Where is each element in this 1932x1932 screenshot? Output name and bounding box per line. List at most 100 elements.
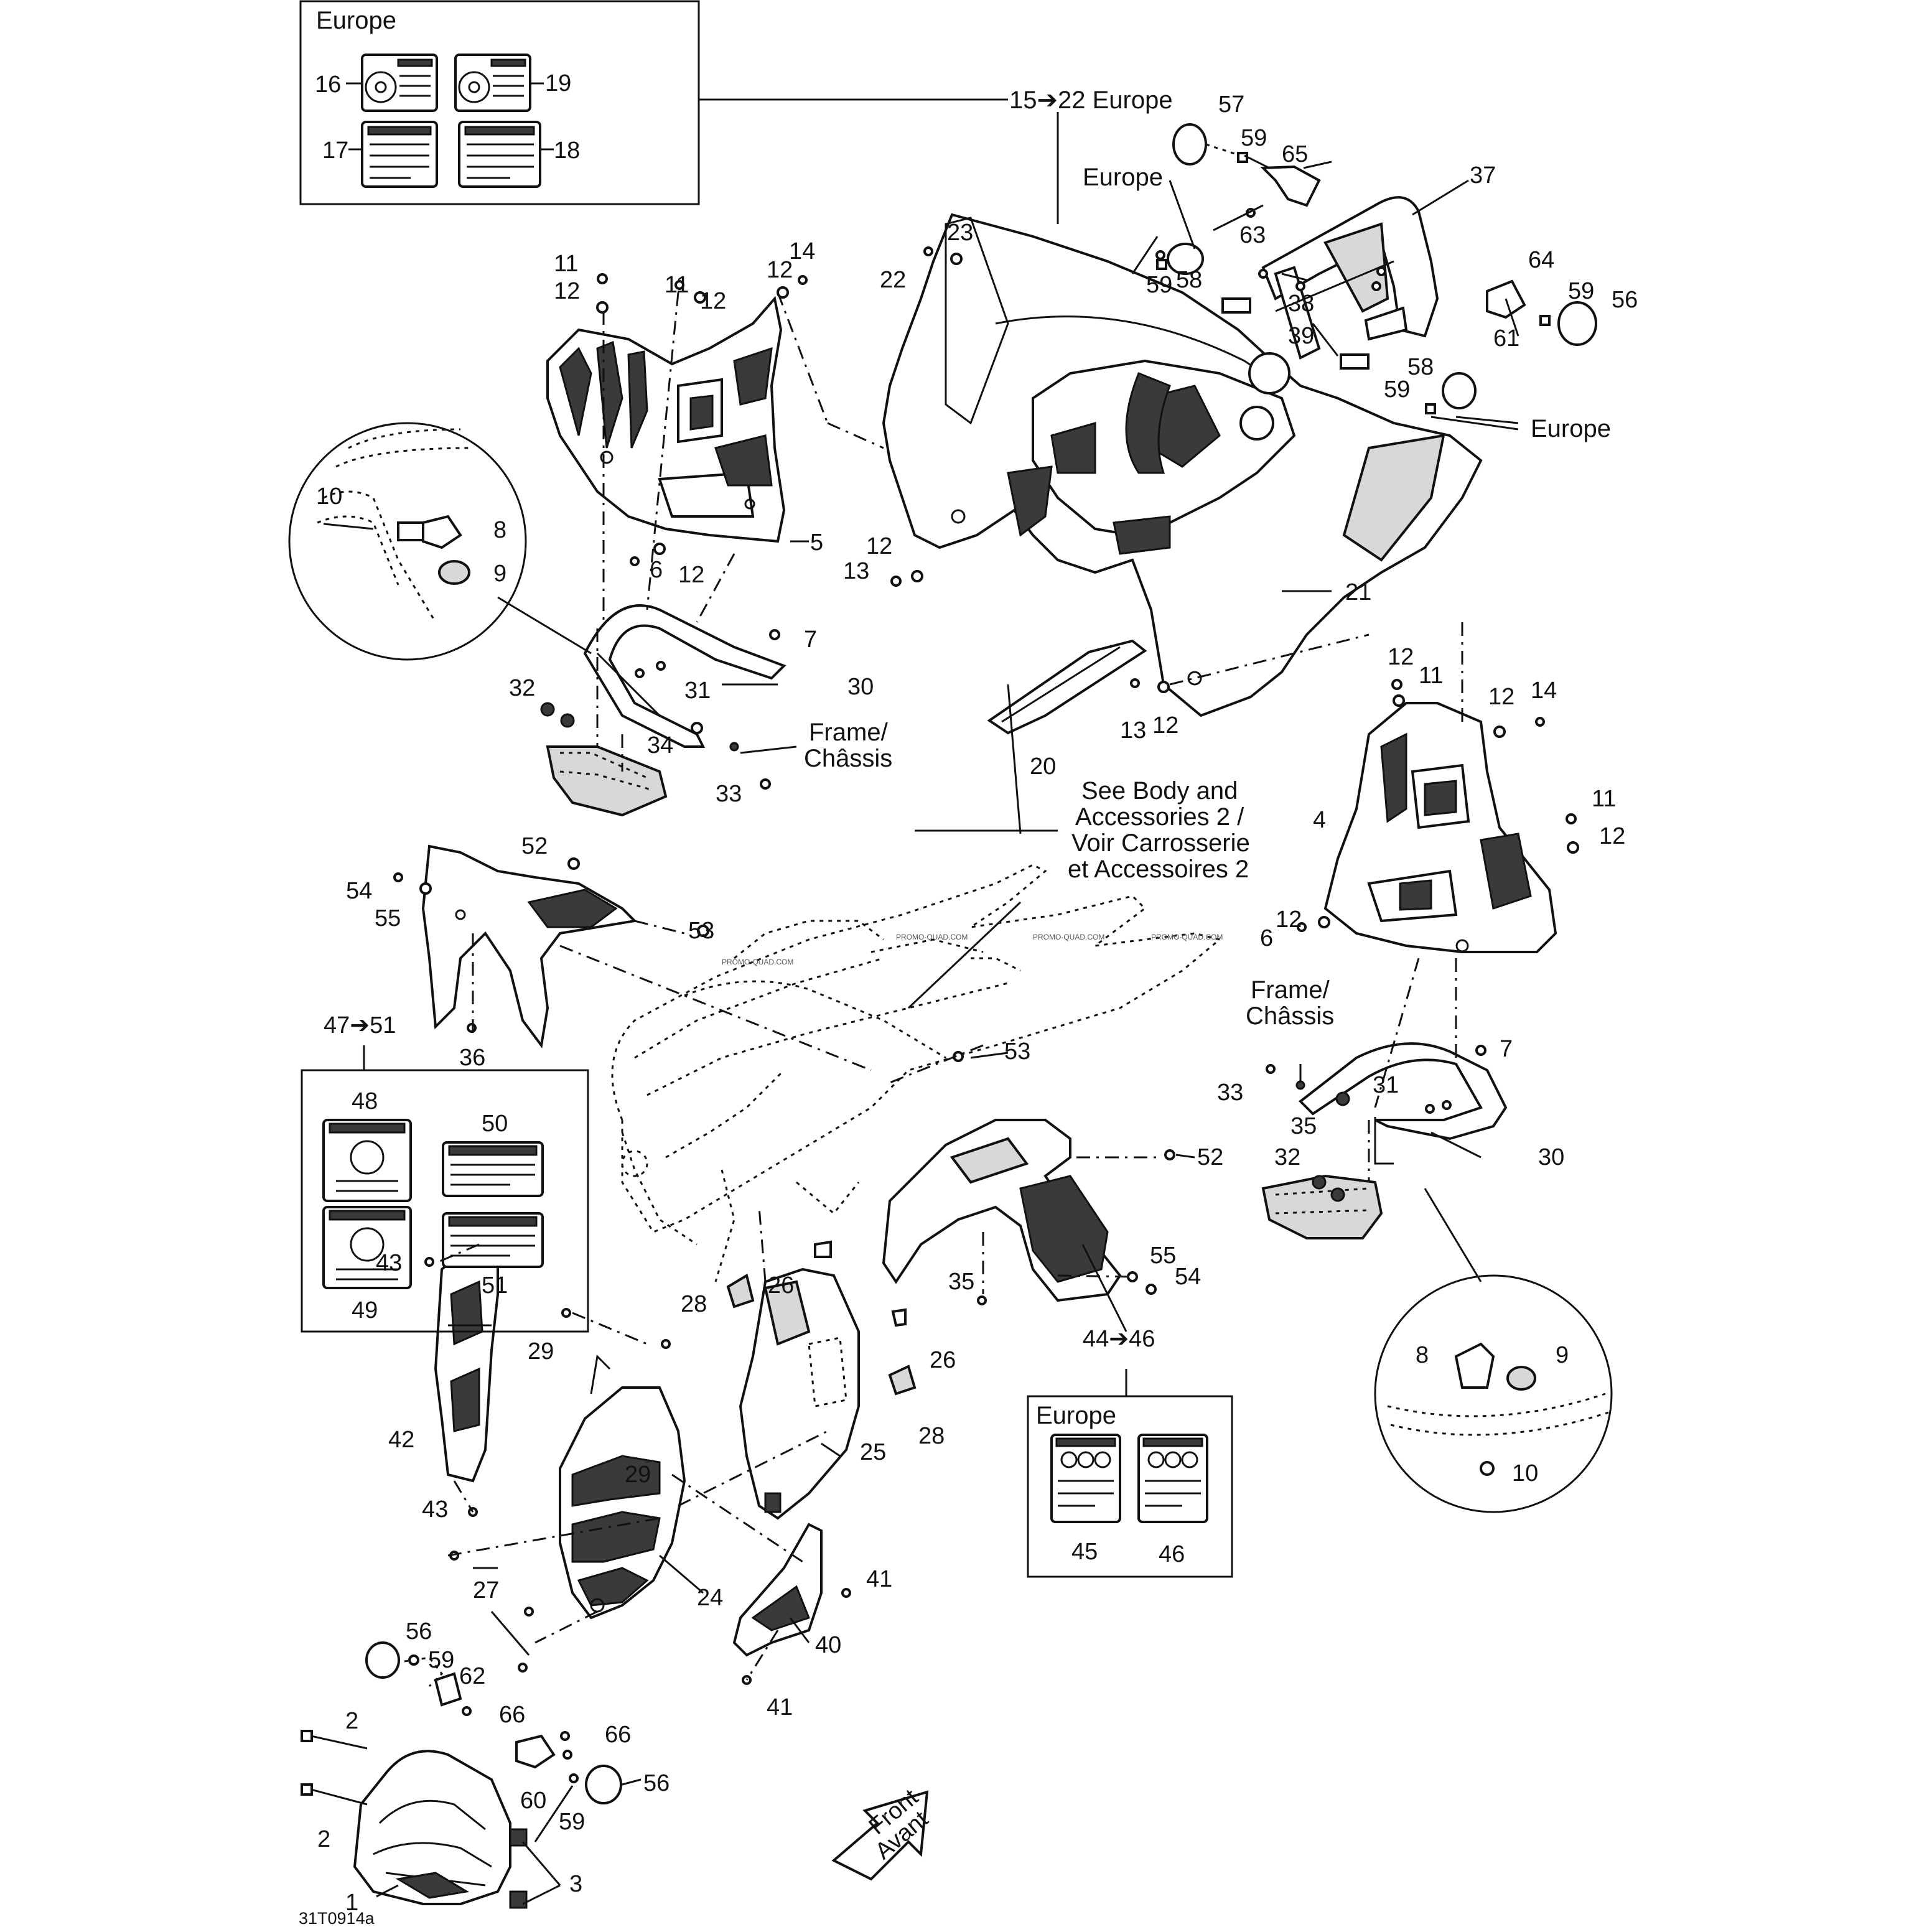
callout-62: 62 (459, 1663, 485, 1689)
callout-39: 39 (1288, 323, 1314, 349)
callout-29-left: 29 (528, 1338, 554, 1365)
callout-56-upper: 56 (1612, 287, 1638, 313)
callout-35-right: 35 (1290, 1113, 1317, 1139)
callout-26-upper: 26 (768, 1272, 794, 1299)
callout-18: 18 (554, 138, 580, 164)
reflector-57 (1172, 123, 1248, 166)
callout-11-a: 11 (554, 251, 578, 277)
right-grab-rail-30 (1298, 1042, 1508, 1165)
callout-29-right: 29 (625, 1462, 651, 1488)
callout-16: 16 (315, 72, 341, 98)
callout-24: 24 (697, 1585, 723, 1611)
detail-circle-left (288, 422, 592, 661)
callout-51: 51 (482, 1272, 508, 1299)
callout-55-left: 55 (375, 905, 401, 931)
callout-27: 27 (473, 1577, 499, 1603)
callout-50: 50 (482, 1111, 508, 1137)
callout-19: 19 (545, 70, 571, 96)
callout-9-left: 9 (493, 561, 506, 587)
decal-45 (1050, 1434, 1121, 1523)
ref-15-22: 15➔22 Europe (1009, 86, 1173, 114)
watermark-2: PROMO-QUAD.COM (896, 933, 968, 941)
side-panel-40 (732, 1523, 823, 1657)
callout-54-left: 54 (346, 878, 372, 904)
frame-label-right-2: Châssis (1246, 1002, 1334, 1030)
callout-60: 60 (520, 1788, 546, 1814)
callout-26-lower: 26 (930, 1347, 956, 1373)
ref-47-51: 47➔51 (324, 1012, 396, 1038)
callout-8-left: 8 (493, 517, 506, 543)
callout-32-left: 32 (509, 675, 535, 701)
decal-16 (361, 54, 438, 112)
callout-56-left: 56 (406, 1618, 432, 1645)
callout-33-left: 33 (716, 781, 742, 807)
callout-30-right: 30 (1538, 1144, 1564, 1170)
front-left-fender-47-51 (421, 844, 638, 1048)
reflector-56-left (365, 1641, 443, 1687)
callout-14-left: 14 (789, 238, 815, 264)
callout-31-left: 31 (684, 678, 711, 704)
callout-17: 17 (322, 138, 348, 164)
decal-19 (454, 54, 531, 112)
reflector-56-upper (1539, 301, 1597, 346)
callout-12-j: 12 (1276, 907, 1302, 933)
callout-33-right: 33 (1217, 1080, 1243, 1106)
decal-48 (322, 1119, 412, 1202)
callout-20: 20 (1030, 754, 1056, 780)
ref-44-46: 44➔46 (1083, 1326, 1155, 1352)
callout-5: 5 (810, 530, 823, 556)
callout-59-b: 59 (1146, 272, 1172, 298)
callout-58-lower: 58 (1407, 354, 1434, 380)
callout-63: 63 (1239, 222, 1266, 248)
callout-12-h: 12 (1488, 684, 1514, 710)
reflector-56-right (585, 1765, 622, 1804)
see-body-line-4: et Accessoires 2 (1068, 856, 1249, 883)
decal-46 (1137, 1434, 1208, 1523)
callout-38: 38 (1288, 291, 1314, 317)
decal-18 (458, 121, 541, 188)
callout-58-upper: 58 (1176, 267, 1202, 293)
callout-56-right: 56 (643, 1770, 670, 1796)
right-rear-fender-4 (1323, 702, 1557, 953)
mudflap-20 (987, 639, 1147, 735)
front-direction-arrow: Front Avant (831, 1784, 933, 1881)
callout-46: 46 (1159, 1541, 1185, 1567)
left-grab-rail-30 (583, 604, 786, 748)
region-labels: 15➔22 Europe Europe Europe Frame/ Châssi… (299, 86, 1611, 1928)
bracket-62 (434, 1672, 462, 1707)
callout-31-right: 31 (1373, 1072, 1399, 1098)
europe-decals-15-22-box: Europe (299, 0, 1008, 205)
rear-rack-37 (1221, 196, 1439, 370)
reflector-58-lower (1425, 372, 1477, 414)
decal-50 (442, 1141, 544, 1197)
europe-label-44-46: Europe (1036, 1402, 1116, 1429)
leader-lines (376, 112, 1519, 1905)
callout-25: 25 (860, 1439, 886, 1465)
callout-41-lower: 41 (767, 1694, 793, 1720)
callout-22: 22 (880, 267, 906, 293)
callout-53-upper: 53 (688, 918, 714, 944)
callout-59-f: 59 (559, 1809, 585, 1835)
see-body-line-2: Accessories 2 / (1075, 803, 1244, 831)
bracket-65 (1260, 165, 1321, 207)
callout-2-lower: 2 (317, 1826, 330, 1852)
callout-12-b: 12 (700, 288, 726, 314)
callout-11-c: 11 (1419, 663, 1443, 689)
hardware-fasteners (393, 208, 1579, 1783)
callout-59-c: 59 (1384, 376, 1410, 403)
callout-7-right: 7 (1500, 1036, 1513, 1062)
callout-65: 65 (1282, 141, 1308, 167)
front-right-fender-44-46 (882, 1119, 1122, 1302)
callout-4: 4 (1313, 807, 1326, 833)
callout-10-left: 10 (316, 483, 342, 510)
callout-11-d: 11 (1592, 786, 1616, 812)
callout-48: 48 (352, 1088, 378, 1114)
callout-54-right: 54 (1175, 1264, 1201, 1290)
front-nose-24 (559, 1354, 686, 1620)
callout-12-a: 12 (554, 278, 580, 304)
callout-34: 34 (647, 732, 673, 758)
callout-7-left: 7 (804, 627, 817, 653)
front-panel-25 (739, 1267, 860, 1520)
callout-64: 64 (1528, 247, 1554, 273)
